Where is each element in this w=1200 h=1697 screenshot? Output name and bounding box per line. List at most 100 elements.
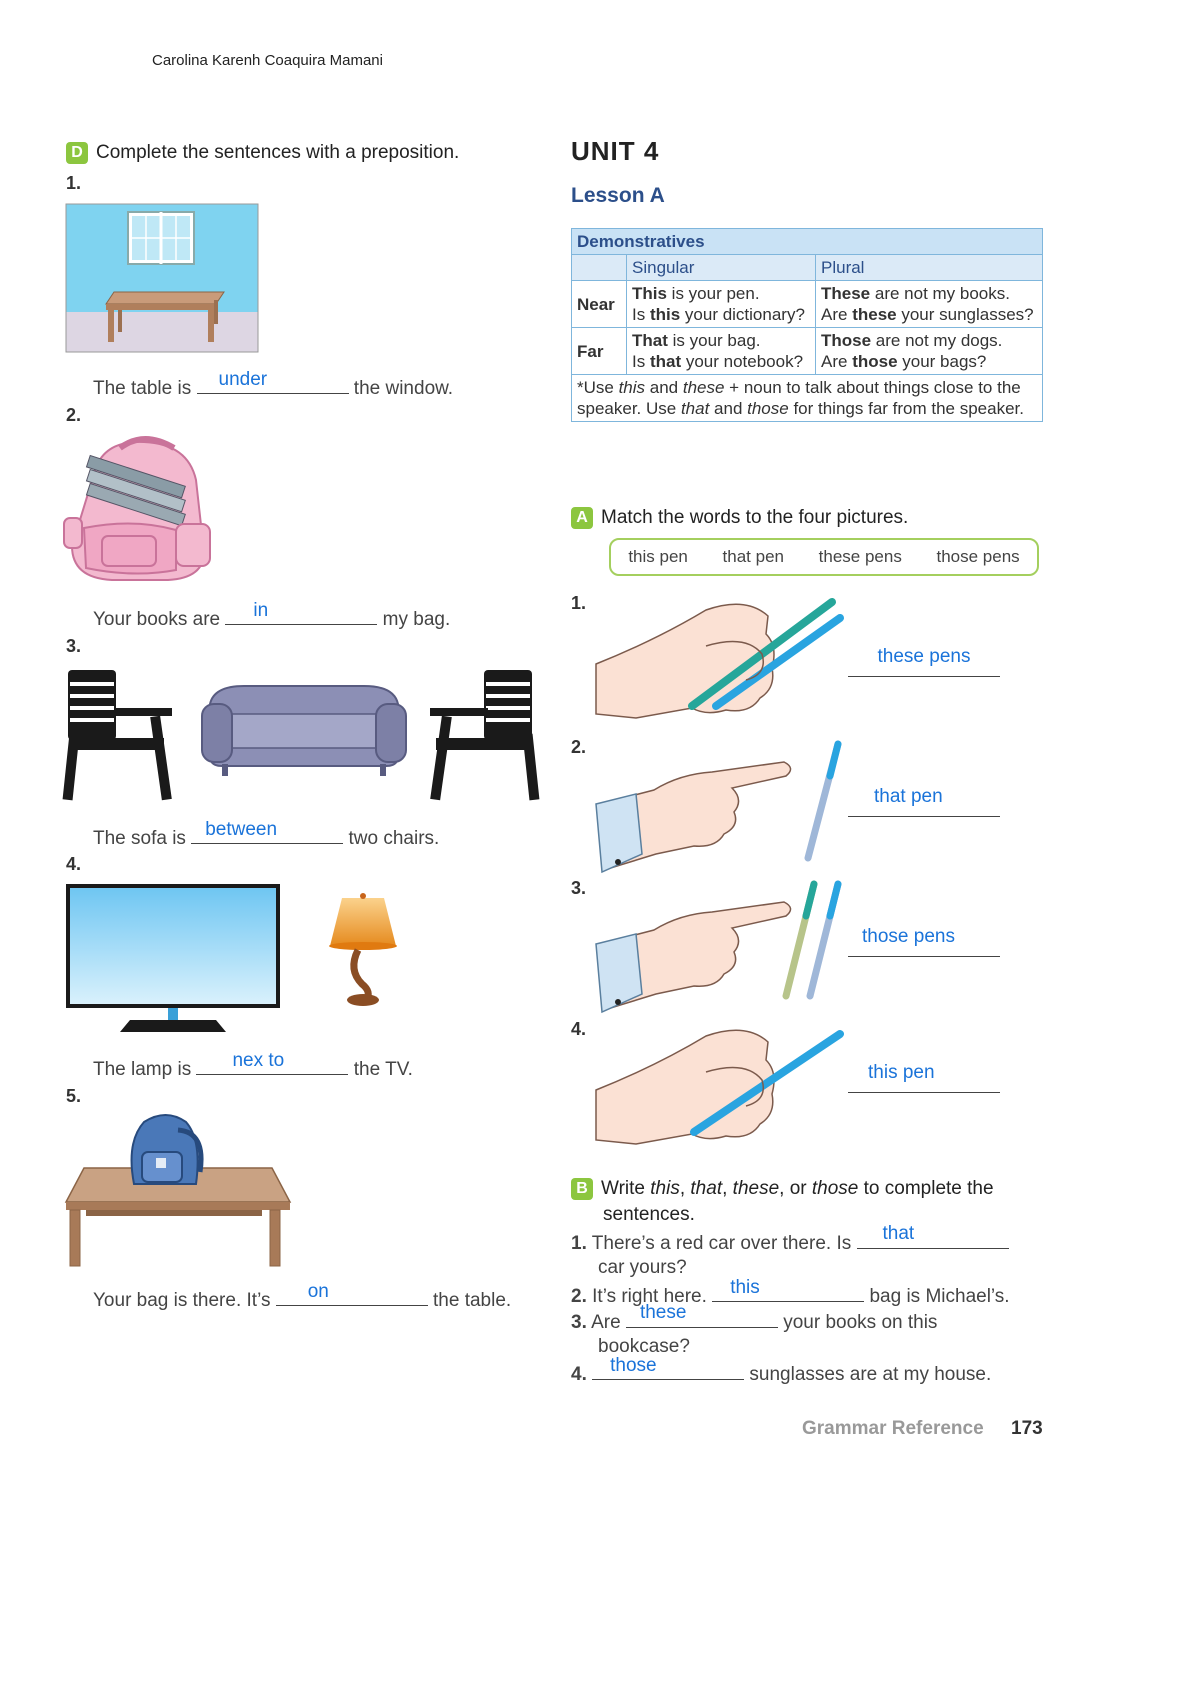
answer-blank[interactable]: those bbox=[592, 1355, 745, 1380]
bold-word: This bbox=[632, 284, 667, 303]
answer-text: this bbox=[730, 1277, 760, 1298]
note-text: + noun to talk about things close to the… bbox=[577, 378, 1021, 418]
answer-text: these bbox=[639, 1302, 687, 1323]
sentence-text: Are bbox=[591, 1312, 621, 1333]
answer-blank[interactable]: in bbox=[225, 600, 378, 625]
answer-text: those pens bbox=[862, 926, 955, 947]
example-text: your bags? bbox=[897, 352, 987, 371]
answer-text: this pen bbox=[868, 1062, 935, 1083]
instruction-italic: these bbox=[732, 1178, 780, 1199]
example-text: are not my dogs. bbox=[871, 331, 1003, 350]
answer-text: in bbox=[253, 600, 269, 621]
answer-blank[interactable]: between bbox=[191, 819, 344, 844]
demonstratives-table: Demonstratives Singular Plural Near This… bbox=[571, 228, 1043, 422]
far-plural-cell: Those are not my dogs. Are those your ba… bbox=[815, 327, 1043, 375]
hand-holding-two-pens-picture bbox=[595, 598, 844, 719]
item-number: 5. bbox=[66, 1086, 82, 1106]
sentence-text: bag is Michael’s. bbox=[869, 1286, 1010, 1307]
sentence-b1: 1. There’s a red car over there. Is that… bbox=[571, 1223, 1009, 1280]
answer-blank[interactable]: nex to bbox=[196, 1050, 349, 1075]
sentence-text: Your books are bbox=[93, 609, 221, 630]
instruction-italic: those bbox=[811, 1178, 859, 1199]
instruction-text: , bbox=[679, 1178, 691, 1199]
instruction-text: Complete the sentences with a prepositio… bbox=[96, 142, 460, 164]
bold-word: these bbox=[852, 305, 897, 324]
answer-text: that pen bbox=[874, 786, 943, 807]
note-italic: those bbox=[747, 399, 789, 418]
sentence-text: The table is bbox=[93, 378, 192, 399]
sentence-b2: 2. It’s right here. this bag is Michael’… bbox=[571, 1277, 1010, 1308]
bold-word: Those bbox=[821, 331, 872, 350]
answer-blank[interactable]: this pen bbox=[848, 1062, 1000, 1093]
item-number: 3. bbox=[66, 636, 82, 656]
note-italic: this bbox=[618, 378, 646, 397]
item-number: 1. bbox=[66, 173, 82, 193]
item-number: 4. bbox=[571, 1019, 587, 1039]
note-text: and bbox=[645, 378, 683, 397]
unit-title: UNIT 4 bbox=[571, 136, 660, 166]
answer-blank[interactable]: under bbox=[196, 369, 349, 394]
example-text: is your bag. bbox=[667, 331, 761, 350]
example-text: are not my books. bbox=[870, 284, 1010, 303]
sentence-text: sunglasses are at my house. bbox=[749, 1364, 992, 1385]
note-text: and bbox=[709, 399, 748, 418]
sentence-text: your books on this bbox=[783, 1312, 938, 1333]
bold-word: this bbox=[649, 305, 681, 324]
bold-word: that bbox=[649, 352, 682, 371]
answer-blank[interactable]: on bbox=[275, 1281, 428, 1306]
answer-text: nex to bbox=[232, 1050, 285, 1071]
sentence-text: my bag. bbox=[382, 609, 451, 630]
sentence-d1: The table is under the window. bbox=[93, 369, 454, 400]
far-singular-cell: That is your bag. Is that your notebook? bbox=[626, 327, 816, 375]
example-text: Are bbox=[821, 305, 853, 324]
example-text: your sunglasses? bbox=[896, 305, 1034, 324]
answer-blank[interactable]: these pens bbox=[848, 646, 1000, 677]
instruction-italic: that bbox=[690, 1178, 723, 1199]
sofa-between-chairs-picture bbox=[62, 670, 540, 801]
hand-pointing-at-pen-picture bbox=[595, 740, 842, 874]
sentence-text: There’s a red car over there. Is bbox=[591, 1233, 852, 1254]
instruction-text: sentences. bbox=[603, 1204, 695, 1225]
answer-text: between bbox=[205, 819, 278, 840]
answer-text: that bbox=[882, 1223, 915, 1244]
bold-word: those bbox=[852, 352, 898, 371]
sentence-d5: Your bag is there. It’s on the table. bbox=[93, 1281, 511, 1312]
section-a-badge: A bbox=[571, 507, 593, 529]
sentence-text: two chairs. bbox=[348, 828, 440, 849]
note-text: *Use bbox=[577, 378, 619, 397]
answer-blank[interactable]: that bbox=[856, 1223, 1009, 1249]
sentence-b3: 3. Are these your books on this bookcase… bbox=[571, 1302, 938, 1359]
lesson-title: Lesson A bbox=[571, 184, 665, 207]
answer-text: under bbox=[218, 369, 268, 390]
usage-note: *Use this and these + noun to talk about… bbox=[571, 374, 1043, 422]
word-bank: this pen that pen these pens those pens bbox=[609, 538, 1039, 576]
table-title: Demonstratives bbox=[571, 228, 1043, 255]
far-label: Far bbox=[571, 327, 627, 375]
item-number: 3. bbox=[571, 1312, 587, 1333]
example-text: Are bbox=[821, 352, 853, 371]
note-italic: that bbox=[680, 399, 710, 418]
sentence-text: It’s right here. bbox=[592, 1286, 707, 1307]
plural-header: Plural bbox=[815, 254, 1043, 281]
note-text: for things far from the speaker. bbox=[788, 399, 1024, 418]
word-option: these pens bbox=[818, 547, 902, 566]
student-name: Carolina Karenh Coaquira Mamani bbox=[152, 52, 383, 69]
near-singular-cell: This is your pen. Is this your dictionar… bbox=[626, 280, 816, 328]
page-number: 173 bbox=[1011, 1418, 1043, 1439]
near-label: Near bbox=[571, 280, 627, 328]
answer-blank[interactable]: that pen bbox=[848, 786, 1000, 817]
answer-blank[interactable]: this bbox=[712, 1277, 865, 1302]
instruction-text: Write bbox=[601, 1178, 651, 1199]
hand-pointing-at-two-pens-picture bbox=[595, 880, 842, 1014]
answer-blank[interactable]: those pens bbox=[848, 926, 1000, 957]
table-under-window-picture bbox=[65, 203, 259, 353]
item-number: 4. bbox=[66, 854, 82, 874]
instruction-italic: this bbox=[650, 1178, 680, 1199]
answer-blank[interactable]: these bbox=[625, 1302, 778, 1328]
sentence-text: the window. bbox=[353, 378, 454, 399]
bold-word: These bbox=[821, 284, 871, 303]
bold-word: That bbox=[632, 331, 668, 350]
near-plural-cell: These are not my books. Are these your s… bbox=[815, 280, 1043, 328]
